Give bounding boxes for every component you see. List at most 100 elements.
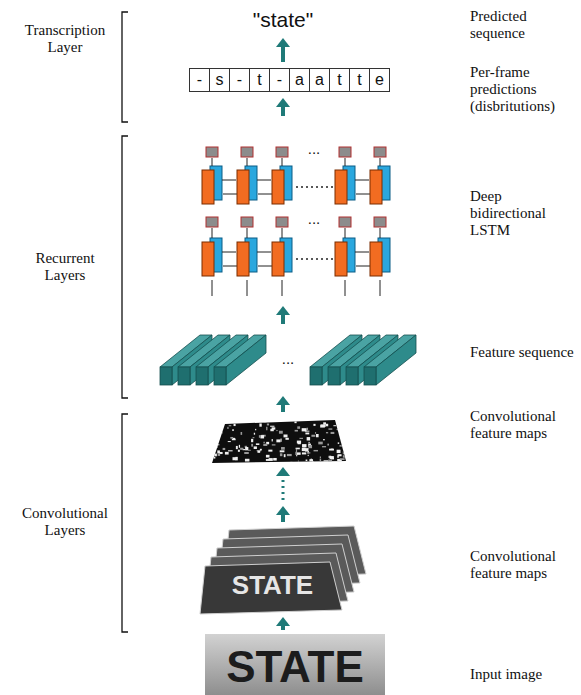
feature-map-speckle [295, 452, 297, 455]
lstm-link [212, 158, 213, 166]
feature-map-speckle [312, 462, 316, 464]
lstm-link [345, 228, 346, 238]
feature-map-speckle [312, 461, 314, 464]
feature-map-speckle [264, 421, 267, 423]
feature-map-speckle [255, 429, 256, 430]
feature-map-speckle [272, 439, 273, 441]
lstm-link [282, 228, 283, 238]
feature-map-speckle [211, 447, 216, 448]
feature-map-speckle [281, 447, 285, 450]
lstm-recurrence [257, 252, 271, 253]
feature-map-speckle [290, 462, 292, 463]
frame-character: - [197, 71, 202, 88]
layer-name: Transcription Layer [15, 22, 115, 56]
feature-column-side [376, 335, 416, 385]
input-image [205, 634, 385, 695]
frame-character: - [277, 71, 282, 88]
lstm-link [282, 158, 283, 166]
lstm-output [339, 147, 351, 157]
feature-map-speckle [309, 462, 312, 464]
lstm-recurrence [355, 180, 369, 181]
lstm-output [206, 147, 218, 157]
dotted-flow-line [282, 476, 285, 500]
lstm-output [339, 217, 351, 227]
feature-map-speckle [338, 442, 339, 444]
feature-map-speckle [228, 450, 233, 451]
feature-map-layer [200, 562, 342, 614]
predicted-text: "state" [208, 8, 358, 32]
feature-column-front [178, 367, 190, 385]
feature-map-speckle [280, 450, 285, 452]
feature-map-speckle [331, 432, 335, 434]
frame-character: t [257, 71, 261, 88]
feature-map-speckle [343, 451, 346, 454]
feature-map-speckle [240, 448, 243, 450]
feature-map-speckle [343, 455, 347, 457]
layer-name: Recurrent Layers [15, 250, 115, 284]
frame-character: - [237, 71, 242, 88]
lstm-forward-cell [272, 242, 284, 276]
feature-map-speckle [263, 442, 264, 443]
feature-map-speckle [294, 420, 296, 423]
feature-column-front [310, 367, 322, 385]
lstm-output [206, 217, 218, 227]
feature-map-speckle [244, 452, 249, 454]
lstm-link [247, 228, 248, 238]
flow-arrow-head [276, 467, 290, 476]
frame-prediction-cell: e [369, 68, 390, 92]
feature-map-speckle [218, 430, 222, 433]
feature-map-speckle [297, 426, 300, 428]
feature-map-speckle [300, 438, 304, 439]
feature-map-speckle [230, 437, 233, 439]
layer-bracket [122, 12, 128, 122]
feature-map-speckle [316, 462, 317, 463]
feature-map-speckle [276, 439, 280, 442]
feature-column-side [226, 335, 266, 385]
feature-map-speckle [284, 434, 288, 437]
lstm-forward-cell [237, 242, 249, 276]
layer-name: Convolutional Layers [15, 505, 115, 539]
feature-map-speckle [322, 446, 326, 447]
feature-map-speckle [257, 451, 260, 453]
frame-prediction-cell: - [229, 68, 250, 92]
feature-map-speckle [227, 427, 228, 429]
feature-map-speckle [346, 439, 349, 442]
flow-arrow-shaft [281, 404, 285, 412]
feature-map-speckle [211, 420, 214, 421]
feature-map-speckle [239, 445, 240, 448]
feature-map-speckle [276, 430, 277, 431]
frame-prediction-cell: s [209, 68, 230, 92]
flow-arrow-shaft [281, 514, 285, 522]
feature-map-speckle [263, 444, 267, 446]
feature-map-speckle [302, 444, 306, 447]
stage-caption: Convolutional feature maps [470, 408, 576, 442]
lstm-forward-cell [335, 170, 347, 204]
lstm-forward-cell [370, 170, 382, 204]
lstm-forward-cell [370, 242, 382, 276]
feature-map-speckle [253, 463, 258, 466]
feature-map-speckle [340, 423, 342, 424]
lstm-continuation [296, 186, 333, 188]
feature-map-speckle [213, 445, 217, 448]
flow-arrow-shaft [281, 46, 285, 62]
stage-caption: Predicted sequence [470, 8, 576, 42]
feature-map-speckle [273, 458, 277, 461]
feature-map-speckle [302, 428, 307, 431]
feature-map-speckle [276, 464, 277, 466]
flow-arrow-head [276, 38, 290, 47]
lstm-forward-cell [335, 242, 347, 276]
lstm-recurrence [355, 252, 369, 253]
feature-column-front [346, 367, 358, 385]
feature-map-speckle [331, 458, 334, 460]
feature-map-speckle [302, 448, 306, 451]
feature-map-speckle [254, 433, 255, 435]
feature-map-speckle [344, 427, 347, 430]
feature-map-speckle [251, 439, 253, 442]
feature-map-speckle [284, 454, 286, 457]
feature-map-speckle [328, 456, 330, 458]
lstm-continuation [296, 258, 333, 260]
feature-map-speckle [346, 441, 348, 443]
feature-map-speckle [308, 445, 312, 448]
feature-map-speckle [260, 449, 262, 451]
feature-map-speckle [266, 459, 269, 461]
